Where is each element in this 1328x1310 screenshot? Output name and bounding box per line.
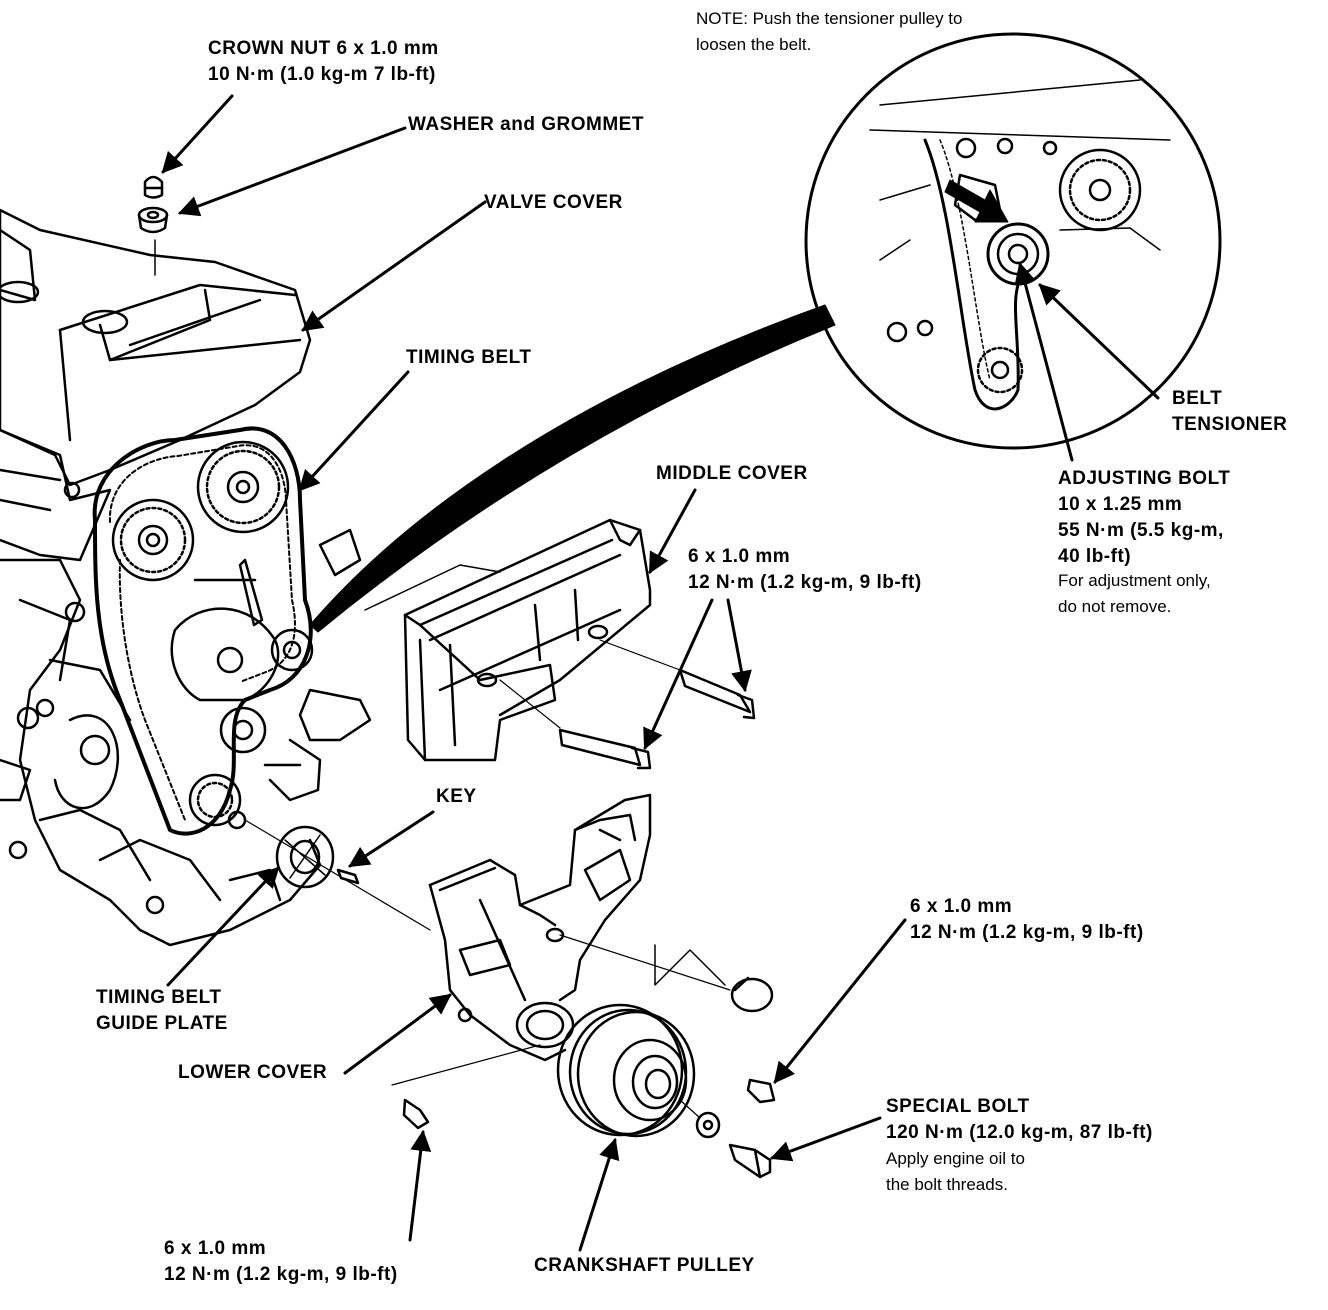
adjusting-bolt-line-2: 10 x 1.25 mm [1058, 494, 1183, 515]
timing-belt-label: TIMING BELT [406, 345, 531, 371]
guide-plate-label: TIMING BELT GUIDE PLATE [96, 985, 228, 1037]
valve-cover-arrow [301, 200, 487, 332]
special-bolt-line-1: SPECIAL BOLT [886, 1096, 1030, 1117]
belt-tensioner-line-1: BELT [1172, 388, 1223, 409]
bottom-bolt-line-1: 6 x 1.0 mm [164, 1238, 267, 1259]
lower-cover-part [428, 793, 774, 1062]
key-label: KEY [436, 784, 477, 810]
guide-plate-line-1: TIMING BELT [96, 987, 222, 1008]
right-bolt-label: 6 x 1.0 mm 12 N·m (1.2 kg-m, 9 lb-ft) [910, 894, 1144, 946]
mid-bolt-arrow-b [726, 598, 752, 693]
key-arrow [348, 810, 435, 868]
bottom-bolt-line-2: 12 N·m (1.2 kg-m, 9 lb-ft) [164, 1264, 398, 1285]
engine-block [0, 208, 372, 947]
washer-grommet-line-1: WASHER and GROMMET [408, 114, 644, 135]
timing-belt-arrow [298, 370, 410, 492]
crown-nut-part [137, 175, 169, 276]
middle-cover-bolt-line-1: 6 x 1.0 mm [688, 546, 791, 567]
key-line-1: KEY [436, 786, 477, 807]
note-label: NOTE: Push the tensioner pulley to loose… [696, 6, 962, 58]
crankshaft-pulley-arrow [578, 1137, 620, 1252]
lower-cover-label: LOWER COVER [178, 1060, 327, 1086]
lower-cover-line-1: LOWER COVER [178, 1062, 328, 1083]
adjusting-bolt-line-1: ADJUSTING BOLT [1058, 468, 1231, 489]
adjusting-bolt-arrow [1014, 261, 1074, 462]
belt-tensioner-label: BELT TENSIONER [1172, 386, 1287, 438]
adjusting-bolt-line-4: 40 lb-ft) [1058, 546, 1132, 567]
adjusting-bolt-note: For adjustment only, do not remove. [1058, 568, 1211, 620]
special-bolt-line-2: 120 N·m (12.0 kg-m, 87 lb-ft) [886, 1122, 1153, 1143]
adjusting-bolt-note-line-2: do not remove. [1058, 597, 1172, 616]
middle-cover-part [364, 518, 756, 770]
tensioner-detail-view [804, 32, 1222, 450]
bottom-bolt-arrow [408, 1129, 432, 1242]
special-bolt-note: Apply engine oil to the bolt threads. [886, 1146, 1025, 1198]
note-line-2: loosen the belt. [696, 35, 812, 54]
guide-plate-arrow [166, 866, 280, 987]
belt-tensioner-arrow [1038, 283, 1160, 400]
crown-nut-line-2: 10 N·m (1.0 kg-m 7 lb-ft) [208, 64, 436, 85]
middle-cover-label: MIDDLE COVER [656, 461, 808, 487]
crown-nut-arrow [161, 94, 234, 174]
timing-belt-line-1: TIMING BELT [406, 347, 532, 368]
special-bolt-note-line-2: the bolt threads. [886, 1175, 1008, 1194]
valve-cover-line-1: VALVE COVER [484, 192, 623, 213]
special-bolt-arrow [770, 1116, 882, 1162]
adjusting-bolt-line-3: 55 N·m (5.5 kg-m, [1058, 520, 1224, 541]
right-bolt-line-1: 6 x 1.0 mm [910, 896, 1013, 917]
bottom-bolt-label: 6 x 1.0 mm 12 N·m (1.2 kg-m, 9 lb-ft) [164, 1236, 398, 1288]
adjusting-bolt-label: ADJUSTING BOLT 10 x 1.25 mm 55 N·m (5.5 … [1058, 466, 1230, 570]
middle-cover-line-1: MIDDLE COVER [656, 463, 808, 484]
crankshaft-pulley-line-1: CRANKSHAFT PULLEY [534, 1255, 755, 1276]
valve-cover-label: VALVE COVER [484, 190, 623, 216]
special-bolt-label: SPECIAL BOLT 120 N·m (12.0 kg-m, 87 lb-f… [886, 1094, 1153, 1146]
crankshaft-pulley-label: CRANKSHAFT PULLEY [534, 1253, 755, 1279]
adjusting-bolt-note-line-1: For adjustment only, [1058, 571, 1211, 590]
mid-bolt-arrow-a [643, 598, 714, 750]
key-and-guide-plate [244, 819, 431, 931]
middle-cover-arrow [648, 488, 697, 574]
belt-tensioner-line-2: TENSIONER [1172, 414, 1288, 435]
right-bolt-arrow [773, 918, 907, 1084]
crankshaft-pulley-part [391, 1003, 776, 1179]
leader-arrows [161, 94, 1160, 1252]
washer-grommet-label: WASHER and GROMMET [408, 112, 644, 138]
crown-nut-label: CROWN NUT 6 x 1.0 mm 10 N·m (1.0 kg-m 7 … [208, 36, 439, 88]
middle-cover-bolt-line-2: 12 N·m (1.2 kg-m, 9 lb-ft) [688, 572, 922, 593]
right-bolt-line-2: 12 N·m (1.2 kg-m, 9 lb-ft) [910, 922, 1144, 943]
note-line-1: NOTE: Push the tensioner pulley to [696, 9, 963, 28]
callout-swoosh [309, 304, 836, 633]
crown-nut-line-1: CROWN NUT 6 x 1.0 mm [208, 38, 439, 59]
special-bolt-note-line-1: Apply engine oil to [886, 1149, 1025, 1168]
lower-cover-arrow [343, 993, 452, 1075]
washer-arrow [178, 126, 407, 217]
middle-cover-bolt-label: 6 x 1.0 mm 12 N·m (1.2 kg-m, 9 lb-ft) [688, 544, 922, 596]
guide-plate-line-2: GUIDE PLATE [96, 1013, 228, 1034]
